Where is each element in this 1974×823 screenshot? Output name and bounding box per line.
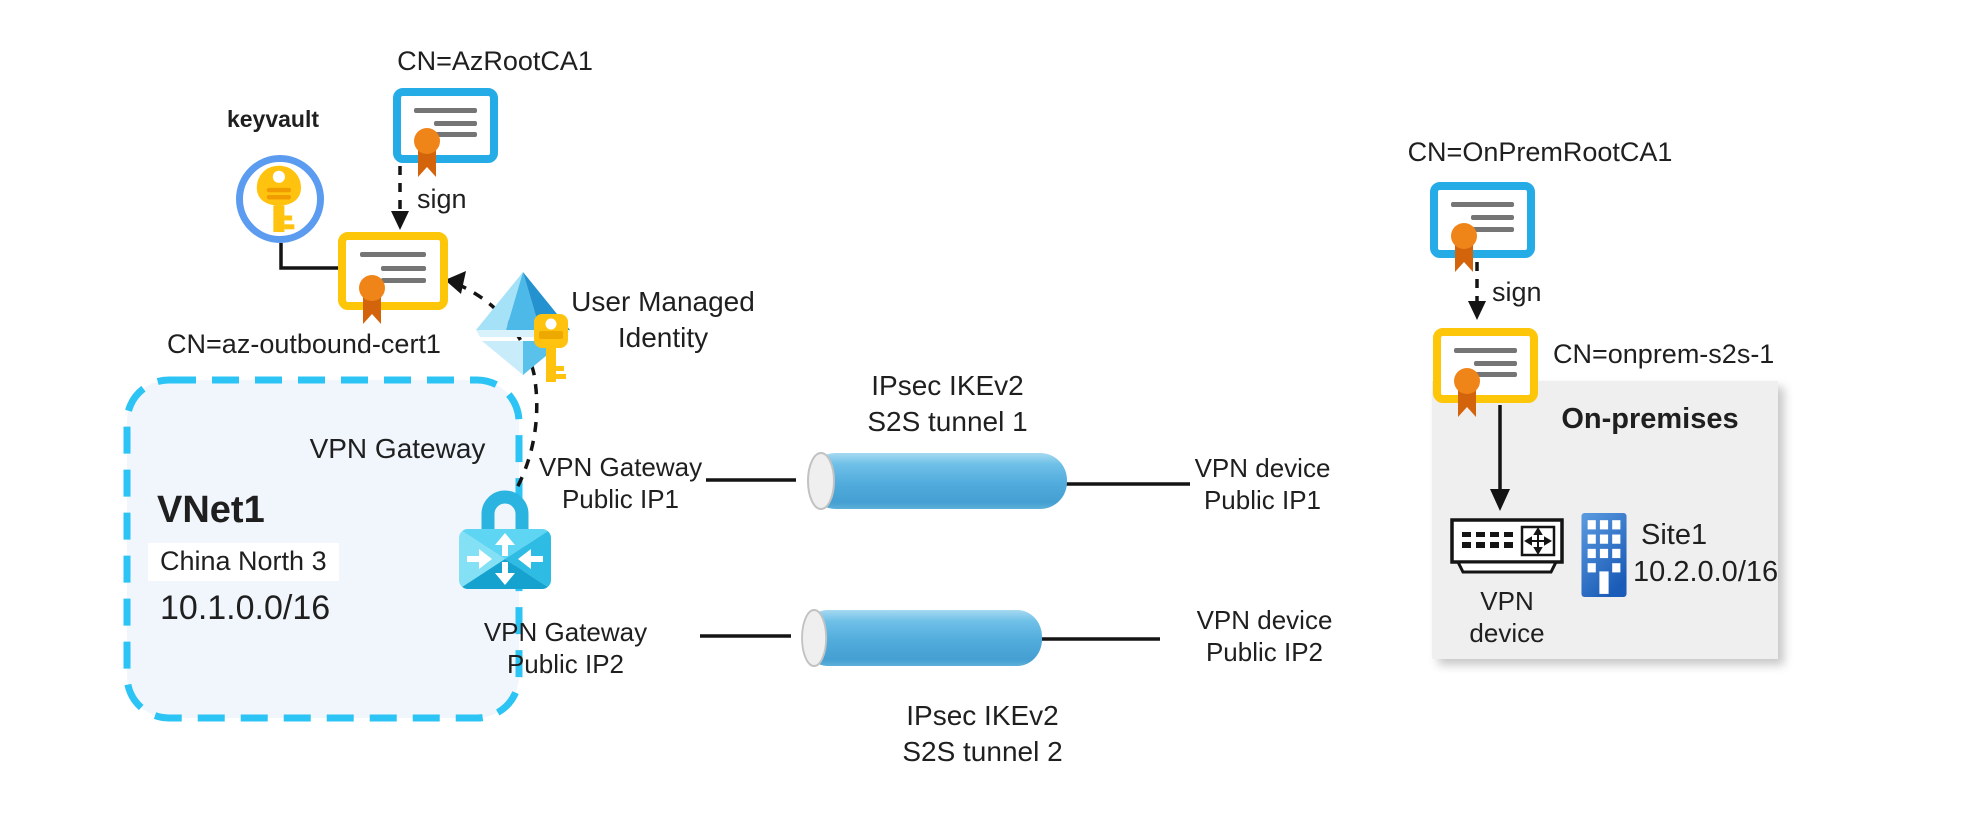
onprem-s2s-cert-icon <box>1433 328 1538 417</box>
cert-ribbon-icon <box>359 275 385 324</box>
cert-line <box>1473 360 1517 366</box>
az-root-ca-cert-icon <box>393 88 498 177</box>
vpn-device-label: VPN device <box>1469 586 1545 648</box>
vnet-cidr-label: 10.1.0.0/16 <box>160 589 331 627</box>
vnet-name-label: VNet1 <box>157 489 265 531</box>
onprem-sign-label: sign <box>1492 277 1542 307</box>
tunnel1-label: IPsec IKEv2 S2S tunnel 1 <box>867 370 1028 437</box>
cert-line <box>1470 215 1514 221</box>
site-cidr-label: 10.2.0.0/16 <box>1633 556 1779 588</box>
gw-public-ip1-label: VPN Gateway Public IP1 <box>538 452 703 514</box>
site-building-icon <box>1581 513 1627 597</box>
s2s-tunnel-2-icon <box>801 609 1043 667</box>
cert-ribbon-icon <box>1451 223 1477 272</box>
cert-ribbon-icon <box>414 128 440 177</box>
cert-line <box>433 120 477 126</box>
cert-line <box>1470 226 1514 232</box>
onprem-sign-arrowhead <box>1468 301 1486 320</box>
cert-line <box>360 252 426 258</box>
onprem-root-ca-label: CN=OnPremRootCA1 <box>1407 137 1673 167</box>
device-public-ip1-label: VPN device Public IP1 <box>1194 453 1331 515</box>
az-outbound-cert-label: CN=az-outbound-cert1 <box>167 329 441 359</box>
cert-line <box>1454 347 1517 353</box>
cert-line <box>414 107 477 113</box>
az-root-ca-label: CN=AzRootCA1 <box>397 46 593 76</box>
onprem-root-ca-cert-icon <box>1430 182 1535 272</box>
az-sign-label: sign <box>417 184 467 214</box>
vnet-region-label: China North 3 <box>148 543 339 581</box>
umi-cert-arrowhead <box>445 271 466 294</box>
keyvault-cert-connector <box>279 243 338 270</box>
site-name-label: Site1 <box>1641 519 1708 551</box>
s2s-tunnel-1-icon <box>807 452 1067 510</box>
keyvault-key-icon <box>256 165 301 233</box>
cert-ribbon-icon <box>1454 368 1480 417</box>
cert-line <box>1451 202 1514 207</box>
umi-label: User Managed Identity <box>571 286 755 353</box>
tunnel2-label: IPsec IKEv2 S2S tunnel 2 <box>902 700 1063 767</box>
vpn-device-icon <box>1450 518 1564 574</box>
az-outbound-cert-icon <box>338 232 448 324</box>
onprem-title: On-premises <box>1561 403 1739 435</box>
device-public-ip2-label: VPN device Public IP2 <box>1196 605 1333 667</box>
onprem-s2s-cert-label: CN=onprem-s2s-1 <box>1553 339 1775 369</box>
vpn-gateway-label: VPN Gateway <box>309 433 486 464</box>
gw-public-ip2-label: VPN Gateway Public IP2 <box>483 617 648 679</box>
vpn-gateway-icon <box>459 490 551 589</box>
cert-line <box>380 266 426 272</box>
cert-line <box>1473 371 1517 377</box>
cert-line <box>380 277 426 283</box>
keyvault-label: keyvault <box>226 106 320 132</box>
cert-line <box>433 131 477 137</box>
az-sign-arrowhead <box>391 211 409 230</box>
